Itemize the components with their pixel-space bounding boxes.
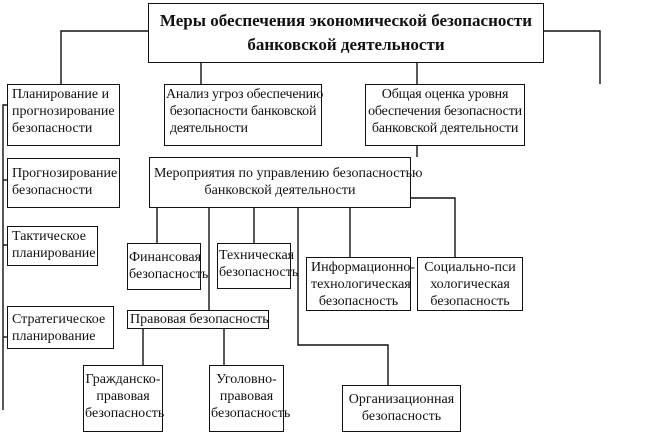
label: Уголовно- (216, 372, 277, 387)
label: Тактическое (12, 229, 86, 244)
connector-title-assessment (543, 30, 601, 84)
social-psychological-security-box: Социально-пси хологическая безопасность (417, 257, 523, 311)
label: безопасности банковской (169, 104, 317, 119)
label: безопасности (12, 121, 93, 136)
label: безопасности (12, 183, 93, 198)
assessment-box: Общая оценка уровня обеспечения безопасн… (365, 84, 525, 146)
technical-security-box: Техническая безопасность (217, 243, 299, 289)
it-security-box: Информационно- технологическая безопасно… (306, 257, 416, 311)
label: правовая (96, 389, 150, 404)
connector-organizational (297, 207, 389, 385)
label: Планирование и (12, 87, 110, 102)
label: Техническая (219, 248, 295, 263)
label: хологическая (430, 277, 510, 292)
criminal-legal-security-box: Уголовно- правовая безопасность (209, 365, 291, 432)
legal-security-box: Правовая безопасность (127, 310, 269, 329)
label: Мероприятия по управлению безопасностью (154, 166, 423, 181)
label: Информационно- (311, 260, 416, 275)
organizational-security-box: Организационная безопасность (342, 385, 461, 432)
label: прогнозирование (12, 104, 115, 119)
measures-box: Мероприятия по управлению безопасностью … (149, 157, 423, 208)
label: безопасность (219, 265, 299, 280)
label: Общая оценка уровня (381, 87, 509, 102)
label: Гражданско- (85, 372, 161, 387)
label: банковской деятельности (204, 183, 356, 198)
tactical-planning-box: Тактическое планирование (7, 226, 98, 266)
strategic-planning-box: Стратегическое планирование (7, 306, 114, 349)
label: Финансовая (129, 250, 202, 265)
title-line-1: Меры обеспечения экономической безопасно… (159, 11, 533, 30)
label: Анализ угроз обеспечению (166, 87, 324, 102)
planning-box: Планирование и прогнозирование безопасно… (7, 84, 120, 146)
threat-analysis-box: Анализ угроз обеспечению безопасности ба… (164, 84, 324, 146)
label: безопасность (129, 267, 209, 282)
civil-legal-security-box: Гражданско- правовая безопасность (83, 365, 165, 432)
title-box: Меры обеспечения экономической безопасно… (148, 3, 544, 63)
forecasting-box: Прогнозирование безопасности (7, 158, 120, 208)
connector-planning-spine (2, 104, 7, 410)
label: обеспечения безопасности (368, 104, 522, 119)
label: технологическая (311, 277, 411, 292)
label: планирование (12, 329, 96, 344)
label: безопасность (361, 409, 442, 424)
label: безопасность (318, 294, 399, 309)
label: Правовая безопасность (130, 312, 269, 327)
connector-title-planning (60, 30, 148, 84)
title-line-2: банковской деятельности (247, 35, 445, 54)
label: безопасность (85, 406, 165, 421)
label: Организационная (348, 392, 455, 407)
label: безопасность (430, 294, 510, 309)
label: Прогнозирование (12, 166, 118, 181)
label: банковской деятельности (371, 121, 519, 136)
label: Стратегическое (12, 312, 106, 327)
label: Социально-пси (424, 260, 516, 275)
label: безопасность (211, 406, 291, 421)
label: правовая (219, 389, 274, 404)
label: деятельности (170, 121, 248, 136)
label: планирование (12, 246, 96, 261)
connector-social (410, 197, 456, 257)
financial-security-box: Финансовая безопасность (127, 243, 209, 290)
